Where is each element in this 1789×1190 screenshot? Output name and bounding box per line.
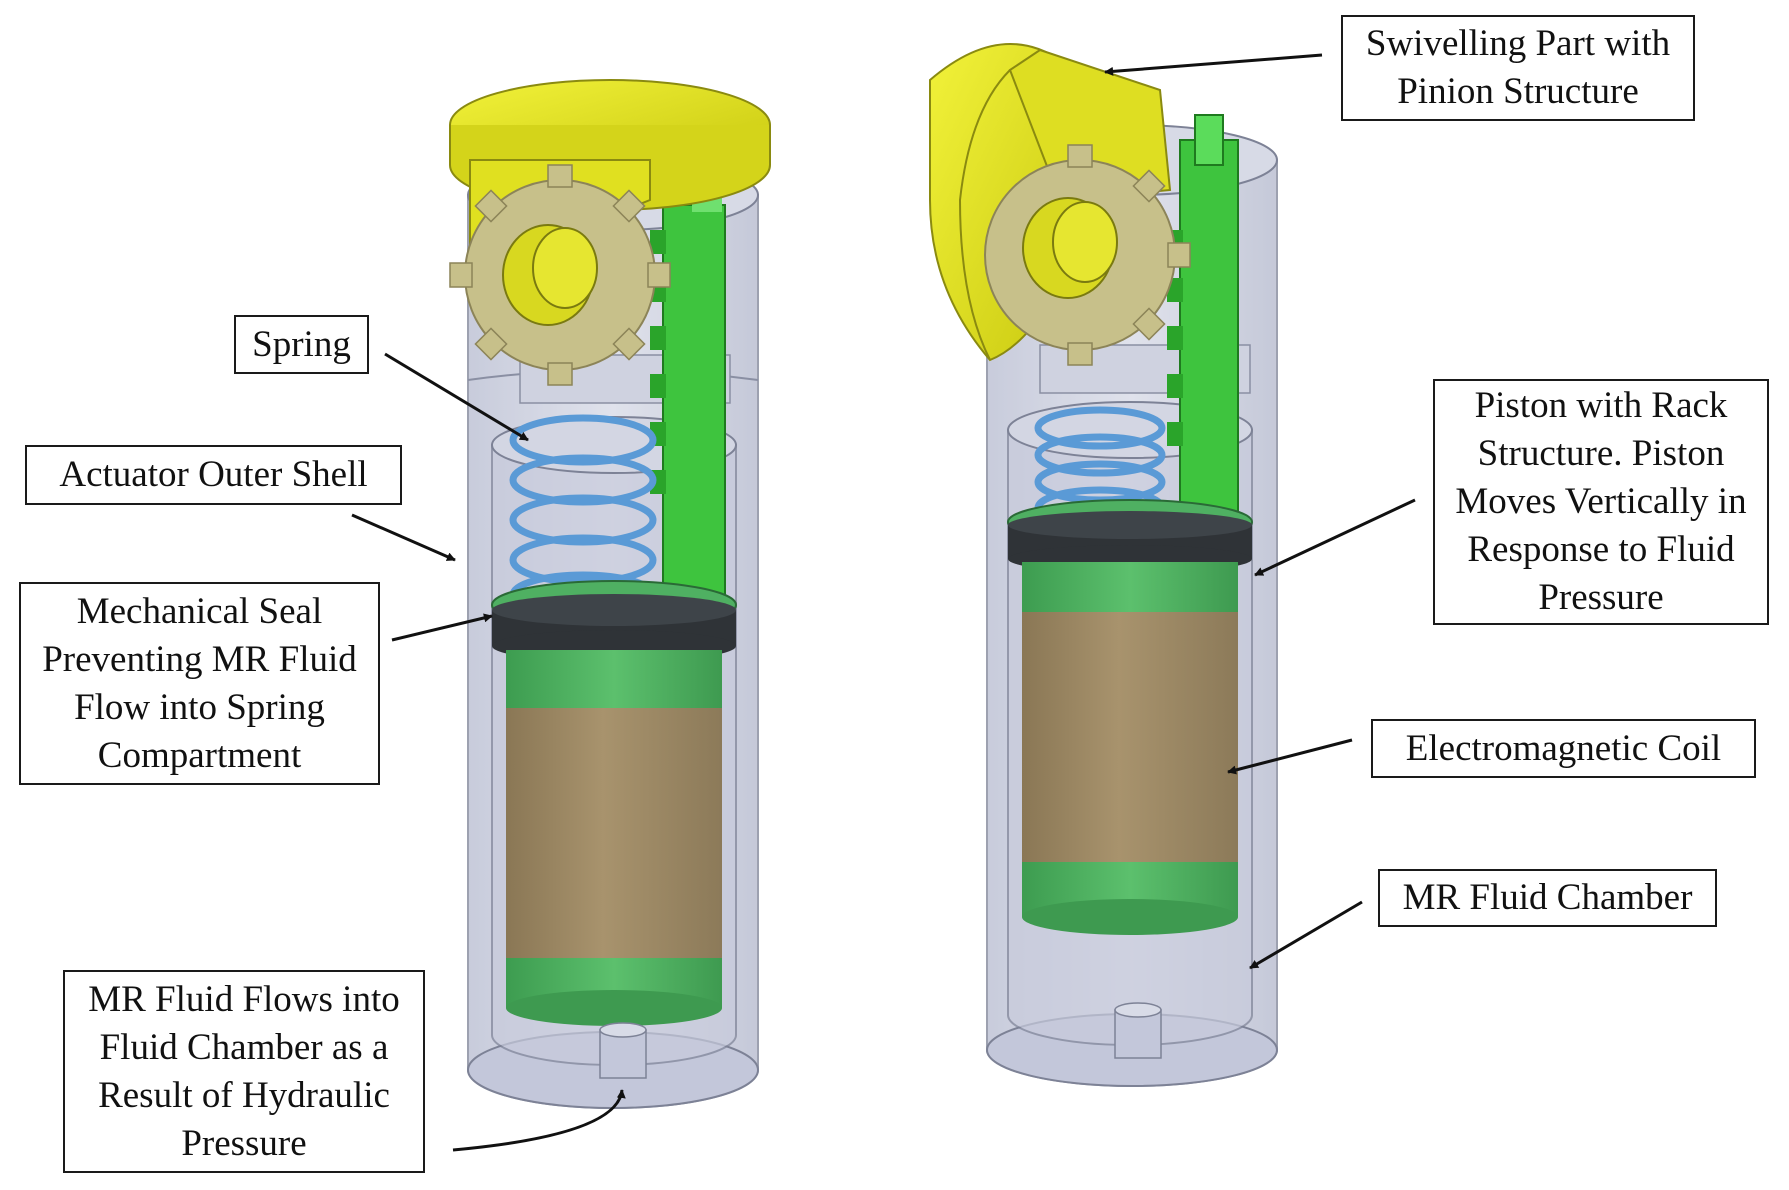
label-line: Swivelling Part with xyxy=(1365,23,1671,64)
label-line: Piston with Rack xyxy=(1474,385,1728,426)
mechanical-seal-right xyxy=(1007,499,1253,573)
label-line: Response to Fluid xyxy=(1467,529,1735,570)
label-line: Actuator Outer Shell xyxy=(59,454,368,495)
arrow-seal xyxy=(391,613,493,642)
left-actuator xyxy=(449,79,771,1109)
pinion-gear-left xyxy=(449,164,671,386)
label-line: MR Fluid Flows into xyxy=(88,978,400,1020)
label-line: Structure. Piston xyxy=(1477,433,1725,474)
electromagnetic-coil-left xyxy=(506,650,722,1026)
label-piston-rack: Piston with Rack Structure. Piston Moves… xyxy=(1433,379,1769,625)
label-line: Pressure xyxy=(1538,577,1664,618)
inlet-tube-left xyxy=(599,1022,647,1079)
electromagnetic-coil-right xyxy=(1022,562,1238,935)
arrow-coil xyxy=(1227,738,1353,775)
label-swivelling-part: Swivelling Part with Pinion Structure xyxy=(1341,15,1695,121)
label-line: Electromagnetic Coil xyxy=(1405,727,1722,769)
mechanical-seal-left xyxy=(491,580,737,662)
pinion-gear-right xyxy=(984,144,1191,366)
label-mr-fluid-flows: MR Fluid Flows into Fluid Chamber as a R… xyxy=(63,970,425,1173)
label-line: Fluid Chamber as a xyxy=(99,1026,389,1068)
label-line: Spring xyxy=(252,323,351,365)
arrow-swivelling xyxy=(1104,53,1323,76)
label-line: Compartment xyxy=(97,734,302,776)
label-line: Mechanical Seal xyxy=(76,590,323,632)
inlet-tube-right xyxy=(1114,1002,1162,1059)
arrow-spring xyxy=(384,352,529,442)
arrow-flow xyxy=(452,1089,626,1152)
label-line: Flow into Spring xyxy=(74,686,325,728)
label-mechanical-seal: Mechanical Seal Preventing MR Fluid Flow… xyxy=(19,582,380,785)
label-spring: Spring xyxy=(234,315,369,374)
label-electromagnetic-coil: Electromagnetic Coil xyxy=(1371,719,1756,778)
arrow-outer-shell xyxy=(351,513,456,562)
right-actuator xyxy=(929,43,1278,1087)
label-line: Pinion Structure xyxy=(1397,71,1639,112)
label-line: Moves Vertically in xyxy=(1455,481,1747,522)
rack-left xyxy=(650,198,726,611)
arrow-chamber xyxy=(1249,900,1363,970)
label-line: Result of Hydraulic xyxy=(98,1074,390,1116)
rack-right xyxy=(1167,114,1239,526)
label-actuator-outer-shell: Actuator Outer Shell xyxy=(25,445,402,505)
label-line: Preventing MR Fluid xyxy=(42,638,357,680)
label-line: Pressure xyxy=(181,1122,307,1164)
label-line: MR Fluid Chamber xyxy=(1402,877,1693,918)
label-mr-fluid-chamber: MR Fluid Chamber xyxy=(1378,869,1717,927)
leader-arrows xyxy=(351,53,1416,1152)
arrow-piston xyxy=(1254,498,1416,577)
